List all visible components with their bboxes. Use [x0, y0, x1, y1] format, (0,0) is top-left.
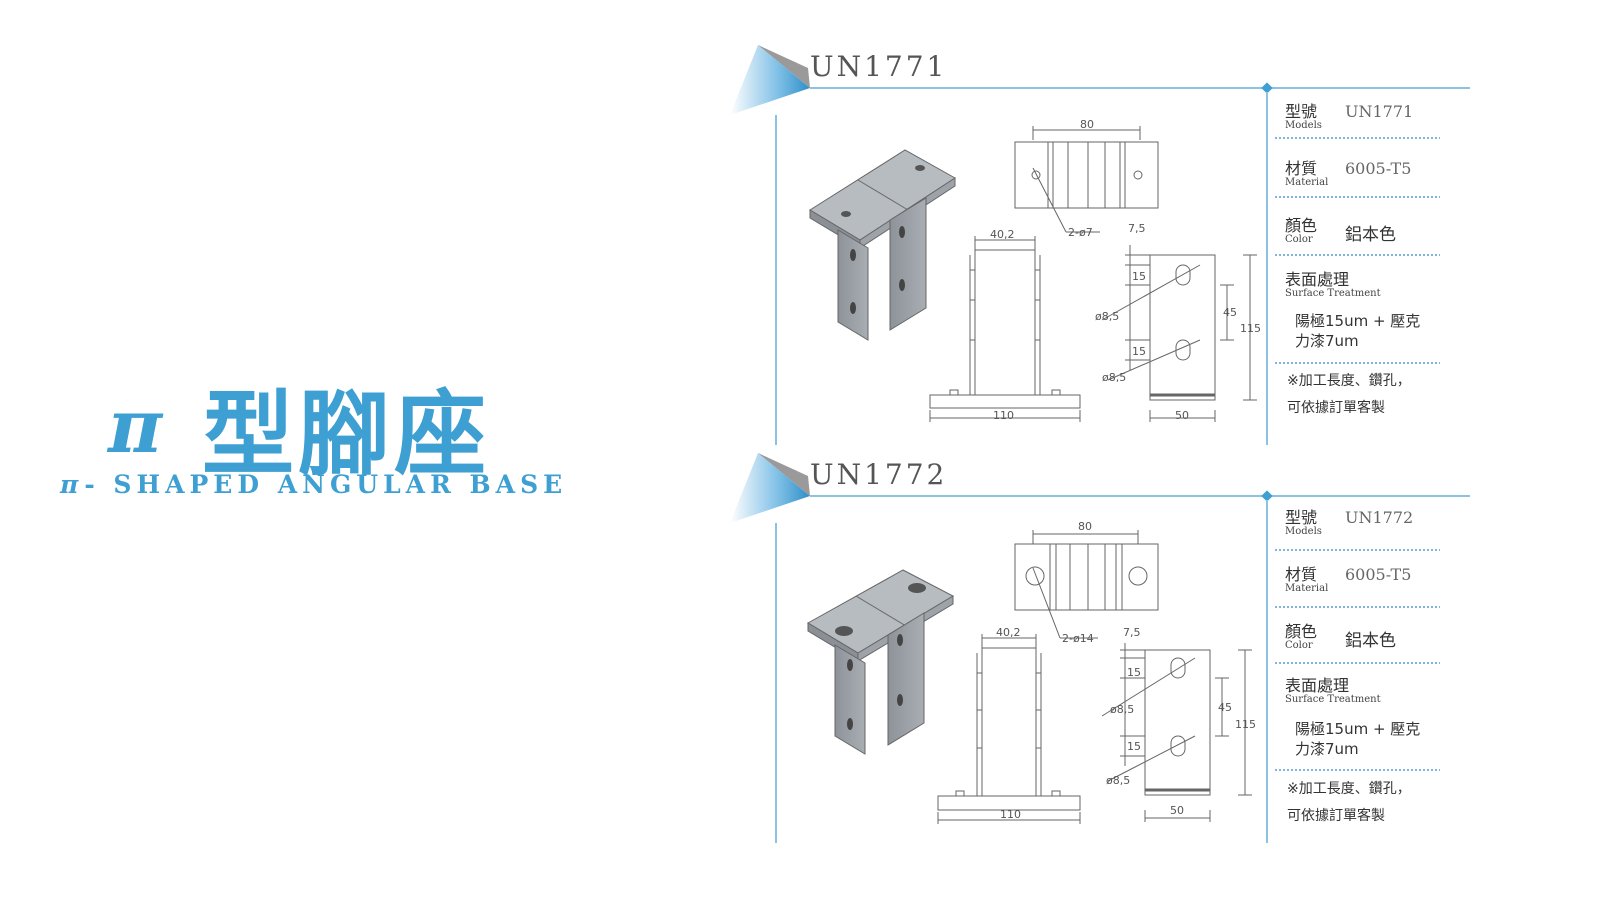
spec-separators	[1275, 137, 1440, 364]
side-view-drawing	[1101, 245, 1257, 422]
dim-slot-dia-1: ø8,5	[1110, 703, 1135, 716]
title-en-text: - SHAPED ANGULAR BASE	[84, 470, 568, 499]
spec-note-1: ※加工長度、鑽孔，	[1287, 373, 1411, 389]
part-3d-view	[809, 149, 956, 341]
dim-total-height: 115	[1235, 718, 1256, 731]
dim-slot2-height: 15	[1127, 740, 1141, 753]
spec-material-value: 6005-T5	[1345, 565, 1412, 584]
dim-side-width: 40,2	[996, 626, 1021, 639]
spec-model-label: 型號	[1285, 508, 1318, 527]
spec-model-value: UN1772	[1345, 508, 1414, 527]
header-diamond-marker	[1261, 82, 1273, 94]
dim-slot-top: 7,5	[1123, 626, 1141, 639]
title-en: π- SHAPED ANGULAR BASE	[60, 470, 567, 499]
spec-color-label-en: Color	[1285, 234, 1313, 245]
spec-surface-label: 表面處理	[1285, 270, 1350, 289]
panel-frame	[730, 453, 1470, 843]
front-view-drawing	[937, 634, 1081, 824]
pi-symbol: π	[108, 383, 163, 470]
model-title: UN1772	[810, 458, 948, 491]
spec-surface-value-1: 陽極15um + 壓克	[1295, 312, 1421, 330]
spec-model-label-en: Models	[1285, 120, 1322, 131]
dim-slot2-height: 15	[1132, 345, 1146, 358]
spec-surface-label: 表面處理	[1285, 676, 1350, 695]
side-view-drawing	[1101, 643, 1252, 822]
spec-note-2: 可依據訂單客製	[1287, 808, 1385, 824]
panel-frame	[730, 45, 1470, 445]
spec-color-value: 鋁本色	[1345, 631, 1396, 651]
dim-hole-note: 2-ø14	[1062, 632, 1094, 645]
spec-model-label-en: Models	[1285, 526, 1322, 537]
spec-color-label: 顏色	[1285, 216, 1318, 235]
dim-top-width: 80	[1080, 118, 1094, 131]
spec-model-label: 型號	[1285, 102, 1318, 121]
spec-note-1: ※加工長度、鑽孔，	[1287, 781, 1411, 797]
front-view-drawing	[929, 236, 1081, 422]
title-cn-text: 型腳座	[202, 381, 491, 488]
product-panel-un1772: UN1772 80 2-ø14 40,2 110 7,5 15 ø8,5 45 …	[730, 448, 1480, 853]
header-diamond-marker	[1261, 490, 1273, 502]
dim-base-width: 110	[993, 409, 1014, 422]
spec-surface-value-1: 陽極15um + 壓克	[1295, 720, 1421, 738]
spec-surface-label-en: Surface Treatment	[1285, 288, 1381, 299]
spec-color-value: 鋁本色	[1345, 225, 1396, 245]
dim-plate-width: 50	[1170, 804, 1184, 817]
header-tab-shape	[730, 45, 810, 115]
dim-slot-dia-2: ø8,5	[1102, 371, 1127, 384]
top-view-drawing	[1014, 126, 1159, 233]
dim-hole-note: 2-ø7	[1068, 226, 1093, 239]
spec-note-2: 可依據訂單客製	[1287, 400, 1385, 416]
spec-surface-value-2: 力漆7um	[1295, 332, 1359, 350]
part-3d-view	[807, 569, 955, 755]
product-panel-un1771: UN1771 80 2-ø7 40,2 110 7,5 15 ø8,5 45 1…	[730, 40, 1480, 445]
dim-total-height: 115	[1240, 322, 1261, 335]
dim-base-width: 110	[1000, 808, 1021, 821]
spec-material-label: 材質	[1285, 565, 1318, 584]
dim-slot1-height: 15	[1127, 666, 1141, 679]
spec-material-label-en: Material	[1285, 583, 1329, 594]
dim-top-width: 80	[1078, 520, 1092, 533]
spec-surface-value-2: 力漆7um	[1295, 740, 1359, 758]
dim-slot-top: 7,5	[1128, 222, 1146, 235]
dim-slot1-height: 15	[1132, 270, 1146, 283]
title-cn: π 型腳座	[108, 360, 490, 493]
spec-color-label-en: Color	[1285, 640, 1313, 651]
top-view-drawing	[1014, 530, 1159, 639]
spec-surface-label-en: Surface Treatment	[1285, 694, 1381, 705]
dim-pitch: 45	[1223, 306, 1237, 319]
model-title: UN1771	[810, 50, 948, 83]
spec-color-label: 顏色	[1285, 622, 1318, 641]
dim-plate-width: 50	[1175, 409, 1189, 422]
spec-material-value: 6005-T5	[1345, 159, 1412, 178]
spec-separators	[1275, 549, 1440, 771]
spec-material-label: 材質	[1285, 159, 1318, 178]
dim-pitch: 45	[1218, 701, 1232, 714]
header-tab-shape	[730, 453, 810, 523]
spec-model-value: UN1771	[1345, 102, 1414, 121]
title-en-symbol: π	[60, 470, 79, 499]
spec-material-label-en: Material	[1285, 177, 1329, 188]
dim-side-width: 40,2	[990, 228, 1015, 241]
dim-slot-dia-1: ø8,5	[1095, 310, 1120, 323]
dim-slot-dia-2: ø8,5	[1106, 774, 1131, 787]
